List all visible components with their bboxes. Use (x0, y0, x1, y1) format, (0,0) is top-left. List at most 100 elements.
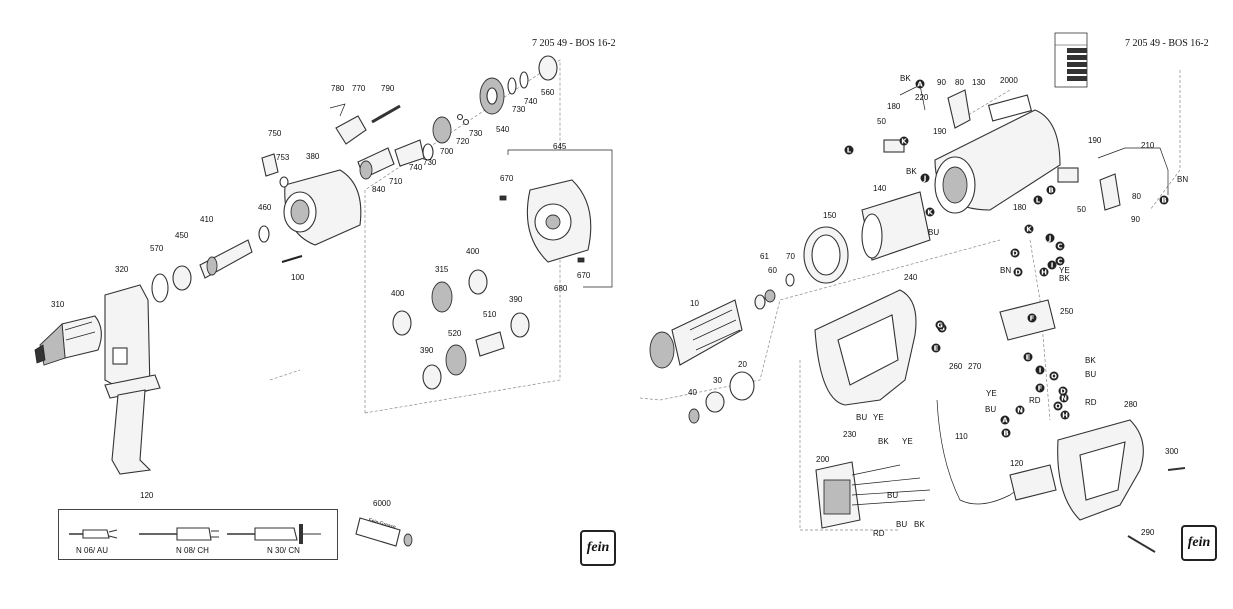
part-label: BU (887, 491, 899, 500)
part-label: 730 (469, 129, 483, 138)
plug-part-number: 120 (140, 491, 154, 500)
plug-label-au: N 06/ AU (76, 546, 109, 555)
connection-badge-o: O (1049, 371, 1059, 381)
part-label: 710 (389, 177, 403, 186)
part-label: 560 (541, 88, 555, 97)
connection-badge-b: B (1001, 428, 1011, 438)
bearing-400a (468, 269, 488, 295)
nut-40 (688, 408, 700, 424)
connection-badge-i: I (1035, 365, 1045, 375)
drill-chuck (34, 315, 102, 366)
ring-570 (151, 273, 169, 303)
part-label: 840 (372, 185, 386, 194)
connection-badge-k: K (925, 207, 935, 217)
bearing-400b (392, 310, 412, 336)
part-label: 270 (968, 362, 982, 371)
part-label: 400 (466, 247, 480, 256)
bearing-390b (422, 364, 442, 390)
part-label: 280 (1124, 400, 1138, 409)
part-label: 180 (1013, 203, 1027, 212)
armature-10 (649, 299, 743, 369)
part-label: 740 (524, 97, 538, 106)
part-label: YE (873, 413, 884, 422)
part-label: 780 (331, 84, 345, 93)
part-label: 540 (496, 125, 510, 134)
right-diagram-title: 7 205 49 - BOS 16-2 (1125, 38, 1209, 49)
part-label: 120 (1010, 459, 1024, 468)
connection-badge-l: L (844, 145, 854, 155)
part-label: 670 (500, 174, 514, 183)
part-label: 250 (1060, 307, 1074, 316)
part-label: 680 (554, 284, 568, 293)
svg-text:N: N (1017, 407, 1023, 415)
grease-tube (355, 517, 413, 547)
left-diagram-title: 7 205 49 - BOS 16-2 (532, 38, 616, 49)
part-label: 80 (1132, 192, 1141, 201)
connection-badge-c: C (1055, 256, 1065, 266)
connection-badge-g: G (935, 320, 945, 330)
svg-text:E: E (1026, 354, 1031, 362)
svg-text:L: L (1036, 197, 1041, 205)
svg-text:K: K (1026, 226, 1032, 234)
part-label: 460 (258, 203, 272, 212)
svg-text:K: K (927, 209, 933, 217)
part-label: 310 (51, 300, 65, 309)
handle-housing-240 (814, 289, 917, 406)
part-label: 110 (955, 432, 968, 441)
part-label: 390 (509, 295, 523, 304)
plug-label-ch: N 08/ CH (176, 546, 209, 555)
part-label: 753 (276, 153, 290, 162)
connection-badges: ALKBJKDLBKJCIDHFECGEFDABNOHIGNO (844, 79, 1169, 438)
part-label: 510 (483, 310, 497, 319)
svg-text:D: D (1060, 388, 1066, 396)
svg-text:I: I (1039, 367, 1042, 375)
connection-badge-k: K (1024, 224, 1034, 234)
gear-700 (432, 116, 452, 144)
part-label: 400 (391, 289, 405, 298)
part-label: 190 (933, 127, 947, 136)
svg-text:H: H (1041, 269, 1047, 277)
part-label: 140 (873, 184, 887, 193)
connection-badge-a: A (1000, 415, 1010, 425)
svg-text:J: J (1048, 235, 1052, 243)
part-label: BK (1085, 356, 1096, 365)
part-label: 90 (937, 78, 946, 87)
svg-text:B: B (1161, 197, 1166, 205)
connection-badge-l: L (1033, 195, 1043, 205)
part-label: 730 (512, 105, 526, 114)
part-label: BN (1000, 266, 1012, 275)
part-label: YE (986, 389, 997, 398)
svg-text:A: A (917, 81, 923, 89)
bearing-plate-680 (526, 179, 592, 263)
part-label: BK (1059, 274, 1070, 283)
connection-badge-f: F (1027, 313, 1037, 323)
right-parts-group (639, 32, 1186, 553)
plug-label-cn: N 30/ CN (267, 546, 300, 555)
svg-text:E: E (934, 345, 939, 353)
svg-text:F: F (1030, 315, 1035, 323)
part-label: 80 (955, 78, 964, 87)
ring-460 (258, 225, 270, 243)
handle-280 (1057, 419, 1144, 521)
cover-80 (947, 89, 971, 129)
part-label: 670 (577, 271, 591, 280)
bearing-60 (754, 294, 766, 310)
field-140 (861, 191, 931, 261)
clip-770 (335, 115, 367, 145)
part-label: 20 (738, 360, 747, 369)
part-label: 100 (291, 273, 305, 282)
part-label: 750 (268, 129, 282, 138)
connection-badge-h: H (1039, 267, 1049, 277)
plug-variants-box: N 06/ AU N 08/ CH N 30/ CN (58, 509, 338, 560)
switch-750 (261, 153, 279, 177)
svg-text:H: H (1062, 412, 1068, 420)
connection-badge-j: J (920, 173, 930, 183)
part-label: 2000 (1000, 76, 1018, 85)
part-label: 390 (420, 346, 434, 355)
connection-badge-b: B (1046, 185, 1056, 195)
part-label: BK (878, 437, 889, 446)
part-label: YE (902, 437, 913, 446)
svg-text:L: L (847, 147, 852, 155)
part-label: 40 (688, 388, 697, 397)
